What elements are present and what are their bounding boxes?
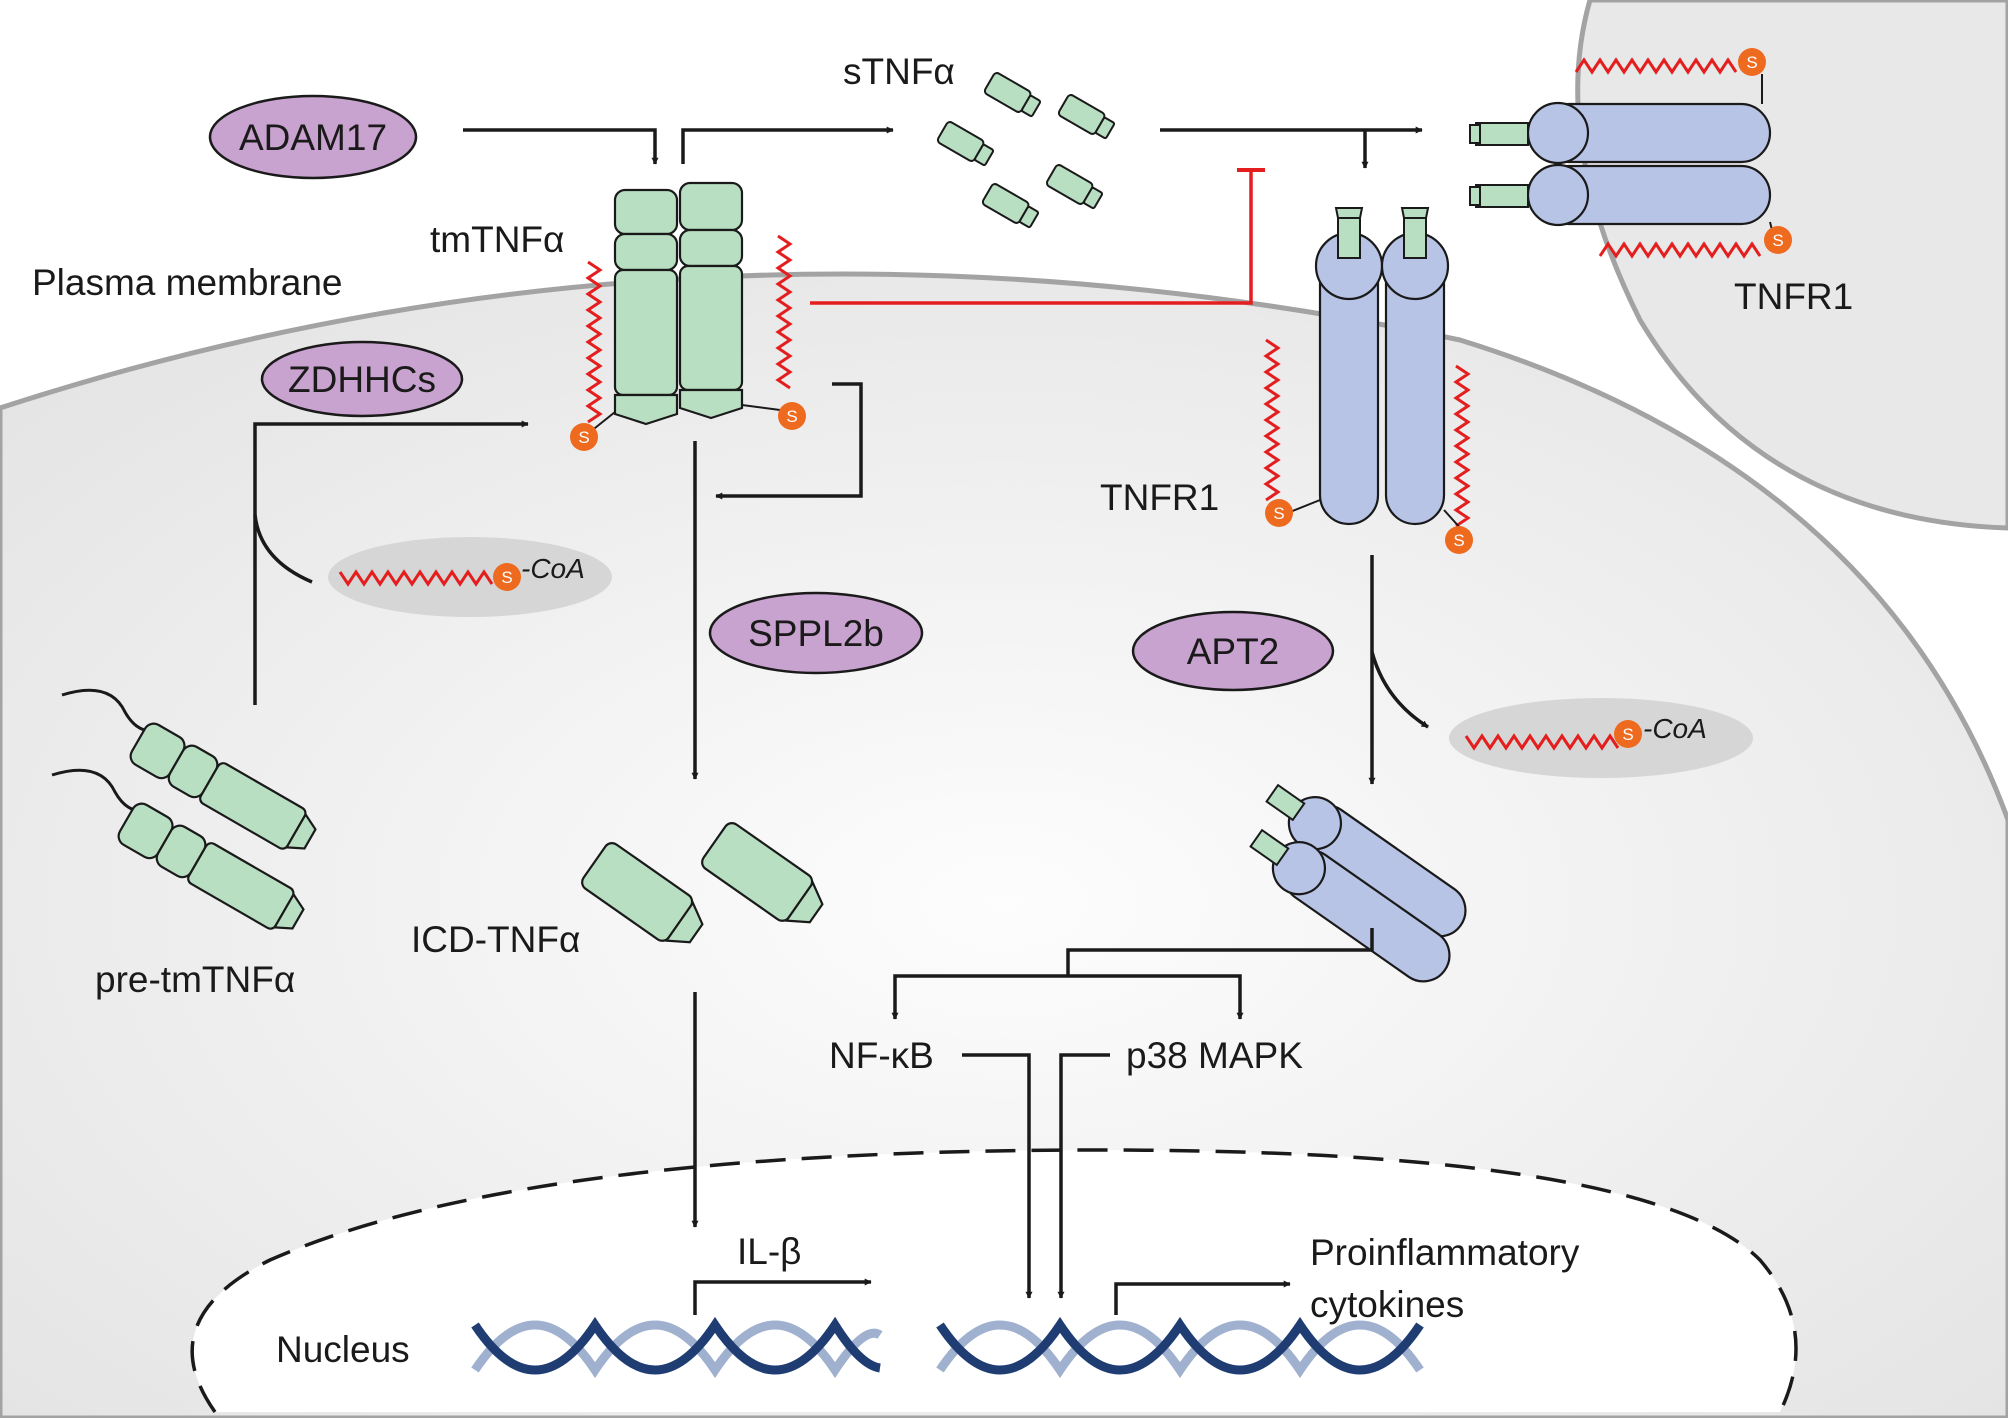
sppl2b-label: SPPL2b — [748, 613, 884, 654]
tnfr1-internalized — [1249, 783, 1467, 983]
palmitoyl-s-tnfr1-left: S — [1273, 504, 1284, 523]
nucleus-envelope — [190, 1148, 1798, 1414]
il-b-label: IL-β — [737, 1231, 801, 1272]
apt2-label: APT2 — [1187, 631, 1280, 672]
icd-tnfa — [581, 822, 824, 944]
stnfa-label: sTNFα — [843, 51, 955, 92]
proinflammatory-label: Proinflammatory — [1310, 1232, 1580, 1273]
tnfr1-membrane-palmitate — [1263, 338, 1471, 528]
pre-tmtnfa-label: pre-tmTNFα — [95, 959, 295, 1000]
sppl2b-enzyme: SPPL2b — [708, 591, 924, 675]
palmitoyl-coa-right: S -CoA — [1449, 698, 1753, 778]
apt2-enzyme: APT2 — [1131, 610, 1335, 692]
pathway-arrows — [253, 126, 1429, 1315]
nucleus-label: Nucleus — [276, 1329, 410, 1370]
dna-helix-left — [471, 1316, 883, 1379]
dna-helix-right — [936, 1316, 1424, 1379]
icd-tnfa-label: ICD-TNFα — [411, 919, 580, 960]
adam17-enzyme: ADAM17 — [208, 94, 418, 180]
tnfr1-neighbor-s-links: S S — [1738, 48, 1792, 254]
tmtnfa-label: tmTNFα — [430, 219, 564, 260]
tnfr1-neighbor-label: TNFR1 — [1734, 276, 1853, 317]
tnfr1-neighbor-dimer — [1469, 101, 1772, 227]
p38-mapk-label: p38 MAPK — [1126, 1035, 1303, 1076]
tmtnfa-s-links: S S — [570, 402, 806, 451]
palmitoyl-s-tnfr1-right: S — [1453, 531, 1464, 550]
tnfr1-membrane-s-links: S S — [1265, 499, 1473, 554]
tnfr1-membrane-dimer — [1314, 207, 1450, 526]
coa-right-label: -CoA — [1643, 713, 1707, 744]
pre-tmtnfa — [51, 688, 317, 930]
palmitoyl-s-neighbor-bottom: S — [1772, 231, 1783, 250]
palmitoyl-coa-left: S -CoA — [328, 537, 612, 617]
tnfr1-membrane-label: TNFR1 — [1100, 477, 1219, 518]
coa-left-label: -CoA — [521, 553, 585, 584]
cytokines-label: cytokines — [1310, 1284, 1464, 1325]
acyl-coa-s-right: S — [1622, 725, 1633, 744]
palmitoyl-s-neighbor-top: S — [1746, 53, 1757, 72]
adam17-label: ADAM17 — [239, 117, 387, 158]
zdhhcs-enzyme: ZDHHCs — [260, 340, 464, 418]
tnfr1-neighbor-palmitate — [1574, 57, 1762, 259]
zdhhcs-label: ZDHHCs — [288, 359, 436, 400]
acyl-coa-s-left: S — [501, 568, 512, 587]
palmitoyl-s-left: S — [578, 428, 589, 447]
tmtnfa-dimer — [613, 181, 744, 426]
nf-kb-label: NF-κB — [829, 1035, 934, 1076]
palmitoyl-s-right: S — [786, 407, 797, 426]
plasma-membrane-label: Plasma membrane — [32, 262, 343, 303]
tmtnfa-palmitate-chains — [585, 234, 793, 424]
stnfa-fragments — [936, 72, 1116, 229]
